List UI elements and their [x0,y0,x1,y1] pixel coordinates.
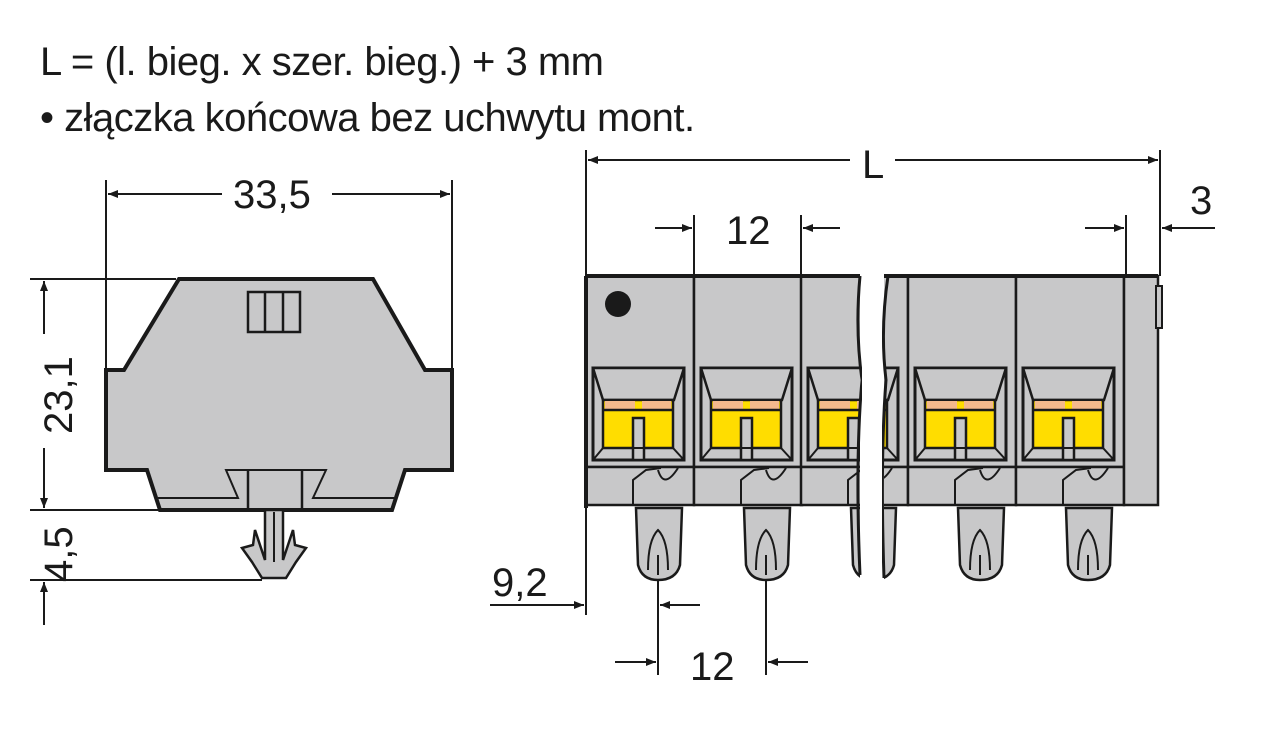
note-text: • złączka końcowa bez uchwytu mont. [40,96,695,140]
front-view [584,260,1163,600]
dim-height-side: 23,1 [37,356,81,434]
side-view [104,277,454,580]
side-dimensions [30,180,453,625]
front-dimensions [490,150,1215,675]
marker-dot [605,291,631,317]
dim-pitch-top: 12 [726,209,771,253]
dim-length: L [862,143,884,187]
formula-text: L = (l. bieg. x szer. bieg.) + 3 mm [40,40,604,84]
dim-pitch-bottom: 12 [690,645,735,689]
dim-pin-offset: 9,2 [492,561,548,605]
dim-width-side: 33,5 [233,173,311,217]
dim-end-offset: 3 [1190,179,1212,223]
dim-foot-height: 4,5 [37,526,81,582]
